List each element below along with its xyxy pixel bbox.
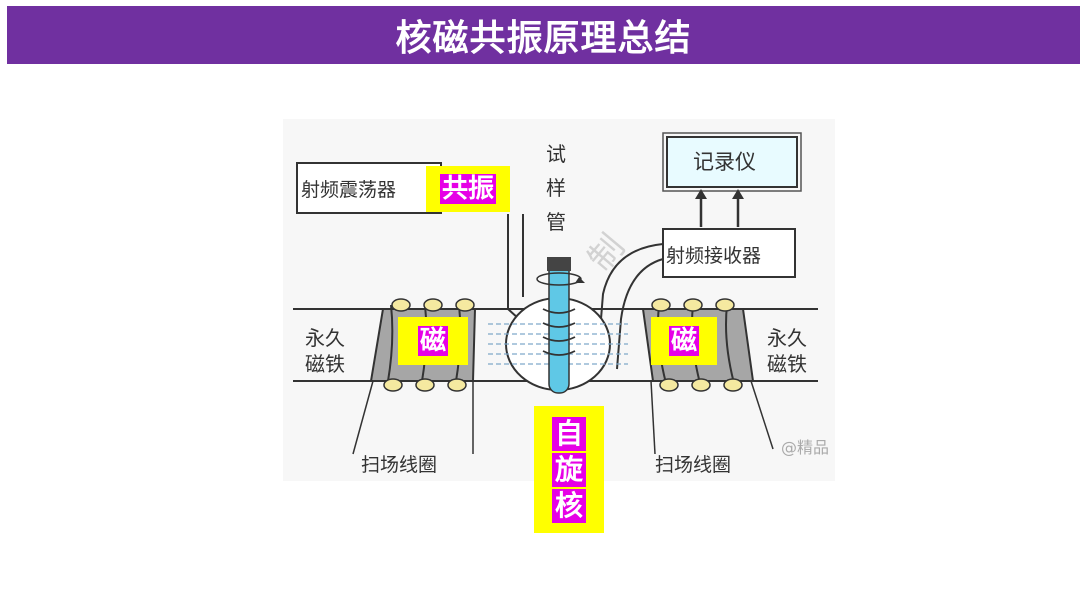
- resonance-tag-text: 共振: [439, 174, 496, 204]
- rf-oscillator-label: 射频震荡器: [301, 179, 396, 201]
- magnet-tag-left: 磁: [398, 317, 468, 365]
- magnet-right-label-2: 磁铁: [767, 352, 807, 376]
- coil-right-end-2: [683, 298, 703, 312]
- coil-left-end-2: [423, 298, 443, 312]
- spin-nucleus-tag: 自 旋 核: [534, 406, 604, 533]
- sweep-coil-right-label: 扫场线圈: [655, 454, 731, 476]
- coil-left-end-6: [447, 378, 467, 392]
- rf-receiver-label: 射频接收器: [666, 245, 761, 267]
- coil-right-end-1: [651, 298, 671, 312]
- magnet-left-label-1: 永久: [305, 326, 345, 350]
- spin-char-1: 自: [551, 416, 586, 451]
- coil-right-end-5: [691, 378, 711, 392]
- chamber-fill-lines: [488, 323, 628, 365]
- tube-coil-loop-2: [542, 322, 576, 328]
- resonance-tag: 共振: [426, 166, 510, 212]
- tube-coil-loop-4: [542, 350, 576, 356]
- coil-right-ends: [651, 298, 743, 392]
- coil-right-leader-1: [650, 380, 656, 455]
- sample-tube-char-1: 试: [546, 142, 566, 166]
- spin-char-3: 核: [551, 488, 586, 523]
- receiver-wire-2: [616, 258, 664, 370]
- magnet-tag-right-text: 磁: [668, 326, 699, 356]
- coil-left-end-4: [383, 378, 403, 392]
- coil-right-end-6: [723, 378, 743, 392]
- spin-char-2: 旋: [551, 452, 586, 487]
- coil-right-leader-2: [750, 380, 774, 450]
- coil-left-ends: [383, 298, 475, 392]
- coil-left-loop-1: [386, 304, 394, 388]
- coil-left-end-1: [391, 298, 411, 312]
- sample-tube-cap: [547, 257, 571, 271]
- sample-tube-char-2: 样: [546, 176, 566, 200]
- arrow-head-2: [732, 189, 744, 199]
- coil-left-end-3: [455, 298, 475, 312]
- tube-coil-loop-3: [542, 336, 576, 342]
- magnet-left-label-2: 磁铁: [305, 352, 345, 376]
- coil-left-end-5: [415, 378, 435, 392]
- watermark-corner: @精品: [781, 438, 829, 457]
- rf-oscillator-box: [296, 162, 442, 214]
- magnet-right-label-1: 永久: [767, 326, 807, 350]
- tube-coil: [542, 308, 576, 356]
- coil-right-end-3: [715, 298, 735, 312]
- receiver-wire-1: [600, 243, 664, 320]
- tube-coil-loop-1: [542, 308, 576, 314]
- sample-tube-char-3: 管: [546, 210, 566, 234]
- recorder-label: 记录仪: [693, 150, 756, 174]
- magnet-tag-left-text: 磁: [417, 326, 448, 356]
- rf-receiver-box: [662, 228, 796, 278]
- sweep-coil-left-label: 扫场线圈: [361, 454, 437, 476]
- page-title: 核磁共振原理总结: [395, 18, 692, 59]
- recorder-outer-frame: [662, 132, 802, 192]
- coil-left-leader-1: [352, 380, 374, 455]
- coil-right-end-4: [659, 378, 679, 392]
- magnet-tag-right: 磁: [651, 317, 717, 365]
- rotation-arrow-head: [575, 277, 585, 283]
- arrow-head-1: [695, 189, 707, 199]
- recorder-box: [666, 136, 798, 188]
- title-bar: 核磁共振原理总结: [7, 6, 1080, 64]
